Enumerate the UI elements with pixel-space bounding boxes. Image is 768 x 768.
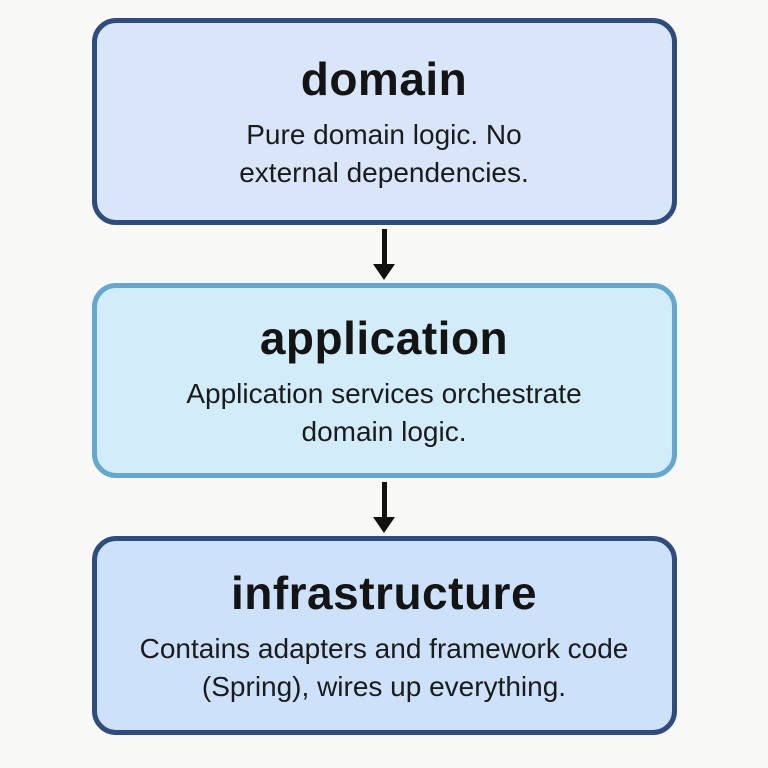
layer-box-domain: domain Pure domain logic. No external de… bbox=[91, 18, 677, 225]
layer-title-infrastructure: infrastructure bbox=[230, 566, 538, 619]
layer-description-infrastructure: Contains adapters and framework code (Sp… bbox=[139, 632, 629, 702]
layer-description-application: Application services orchestrate domain … bbox=[186, 377, 582, 447]
layer-title-application: application bbox=[259, 311, 509, 364]
arrow-down-icon bbox=[373, 225, 395, 283]
arrow-shaft bbox=[381, 228, 387, 265]
layer-title-domain: domain bbox=[300, 52, 468, 105]
arrow-down-icon bbox=[373, 478, 395, 536]
layer-box-application: application Application services orchest… bbox=[91, 283, 677, 478]
layer-box-infrastructure: infrastructure Contains adapters and fra… bbox=[91, 536, 677, 735]
arrow-shaft bbox=[381, 481, 387, 518]
arrow-head bbox=[373, 516, 395, 533]
layer-description-domain: Pure domain logic. No external dependenc… bbox=[239, 118, 529, 188]
arrow-head bbox=[373, 263, 395, 280]
